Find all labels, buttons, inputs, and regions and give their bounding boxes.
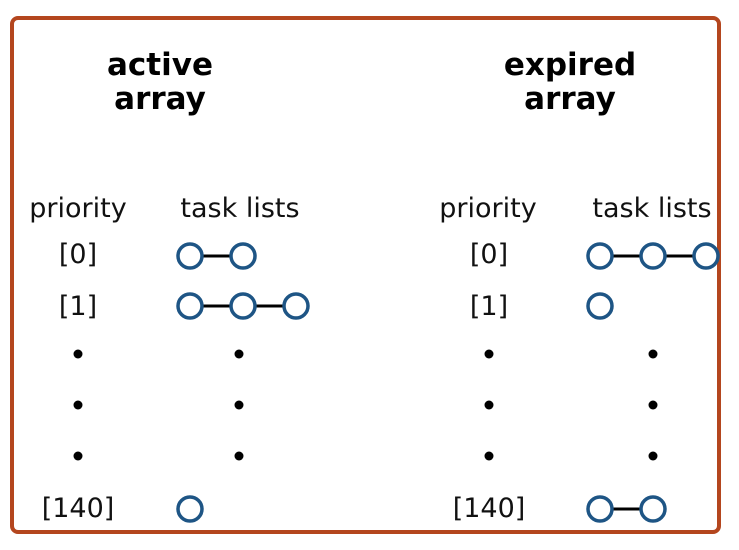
active-array-title-line1: active (107, 47, 213, 83)
expired-priority-header: priority (439, 193, 537, 224)
active-array-title-line2: array (114, 81, 206, 117)
expired-array-title-line2: array (524, 81, 616, 117)
expired-index-140: [140] (452, 493, 526, 524)
active-index-1: [1] (58, 291, 98, 322)
expired-index-1: [1] (469, 291, 509, 322)
diagram-frame (10, 16, 721, 534)
expired-index-0: [0] (469, 239, 509, 270)
active-index-140: [140] (41, 493, 115, 524)
expired-array-title-line1: expired (503, 47, 637, 83)
active-priority-header: priority (29, 193, 127, 224)
active-tasks-header: task lists (180, 193, 300, 224)
expired-tasks-header: task lists (592, 193, 712, 224)
active-index-0: [0] (58, 239, 98, 270)
